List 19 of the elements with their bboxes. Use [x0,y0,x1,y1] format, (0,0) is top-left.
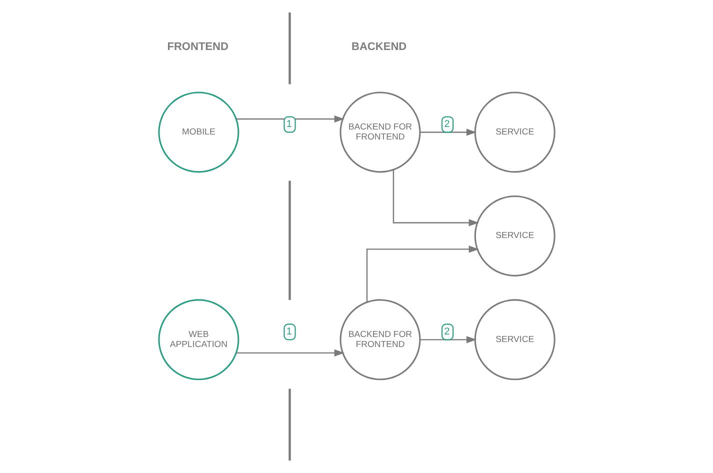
node-circle: SERVICE [474,299,556,380]
edge-label: 1 [286,118,292,130]
arrow [236,349,344,356]
node-circle: BACKEND FOR FRONTEND [340,299,421,380]
node-circle: WEB APPLICATION [158,299,240,380]
node-circle: SERVICE [474,195,556,276]
arrow [420,336,477,344]
label: BACKEND [352,41,407,53]
arrow [236,115,344,123]
node-circle: BACKEND FOR FRONTEND [340,92,421,173]
edge-label: 2 [444,118,450,130]
label: FRONTEND [167,41,228,53]
arrow [420,128,477,136]
node-circle: MOBILE [158,92,240,173]
node-circle: SERVICE [474,92,556,173]
arrow [366,246,479,302]
edge-label: 1 [286,326,292,338]
edge-label: 2 [444,326,450,338]
arrow [392,170,479,226]
